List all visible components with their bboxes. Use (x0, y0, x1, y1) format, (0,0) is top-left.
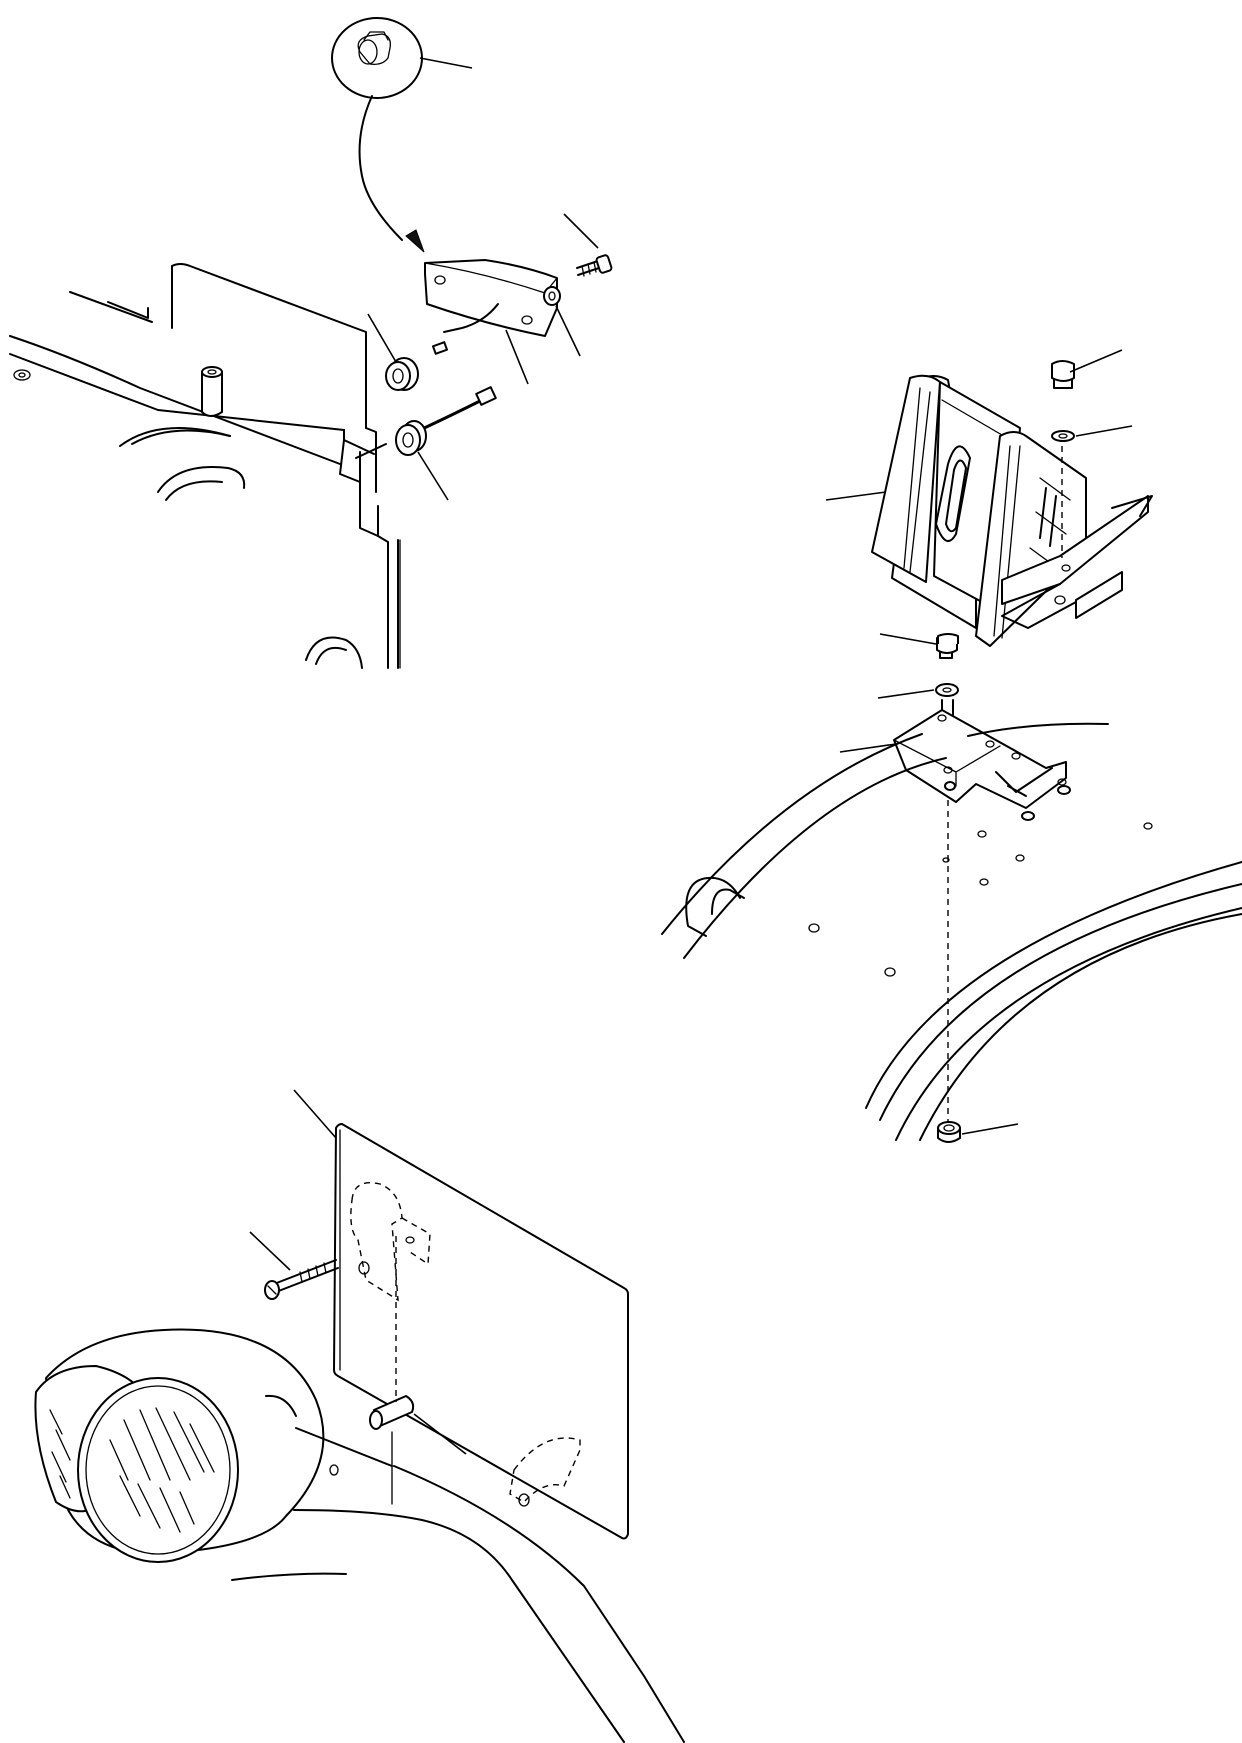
plate-pin (369, 1395, 415, 1430)
lamp-washer (543, 286, 561, 306)
bulb-detail-circle (331, 17, 425, 253)
leader-plate (293, 1089, 337, 1139)
leader-grommet-1 (367, 313, 397, 363)
plate-screw (264, 1259, 339, 1300)
leader-grommet-2 (417, 451, 449, 501)
leader-nut (961, 1123, 1019, 1135)
leader-screw-plate (249, 1231, 291, 1271)
lamp-housing (424, 259, 558, 355)
leader-chock-bolt (1069, 349, 1123, 373)
leader-lower-bolt (879, 633, 937, 645)
leader-pin (413, 1413, 467, 1455)
lamp-screw (576, 254, 613, 277)
leader-washer (555, 305, 581, 357)
leader-wheel-chock (825, 491, 887, 501)
grommet-1 (385, 357, 419, 391)
leader-lamp (505, 329, 529, 385)
lamp-arm (231, 1427, 685, 1743)
wheel-chock-group (661, 349, 1242, 1143)
leader-bulb (419, 57, 473, 69)
grommet-2-with-cable (355, 386, 497, 459)
leader-lower-washer (877, 689, 935, 699)
fender (661, 722, 1242, 1141)
leader-chock-washer (1075, 425, 1133, 437)
license-plate-group (34, 1089, 685, 1743)
leader-bracket (839, 743, 897, 753)
work-lamp (34, 1328, 325, 1563)
wheel-chock (871, 374, 1153, 647)
leader-screw (563, 213, 599, 249)
chock-mounting-bracket (893, 709, 1071, 821)
lamp-group (9, 17, 613, 669)
machine-rear-body (9, 263, 401, 669)
license-plate (333, 1123, 629, 1540)
chock-bolt-upper (1051, 360, 1075, 558)
chock-nut (937, 1121, 961, 1143)
